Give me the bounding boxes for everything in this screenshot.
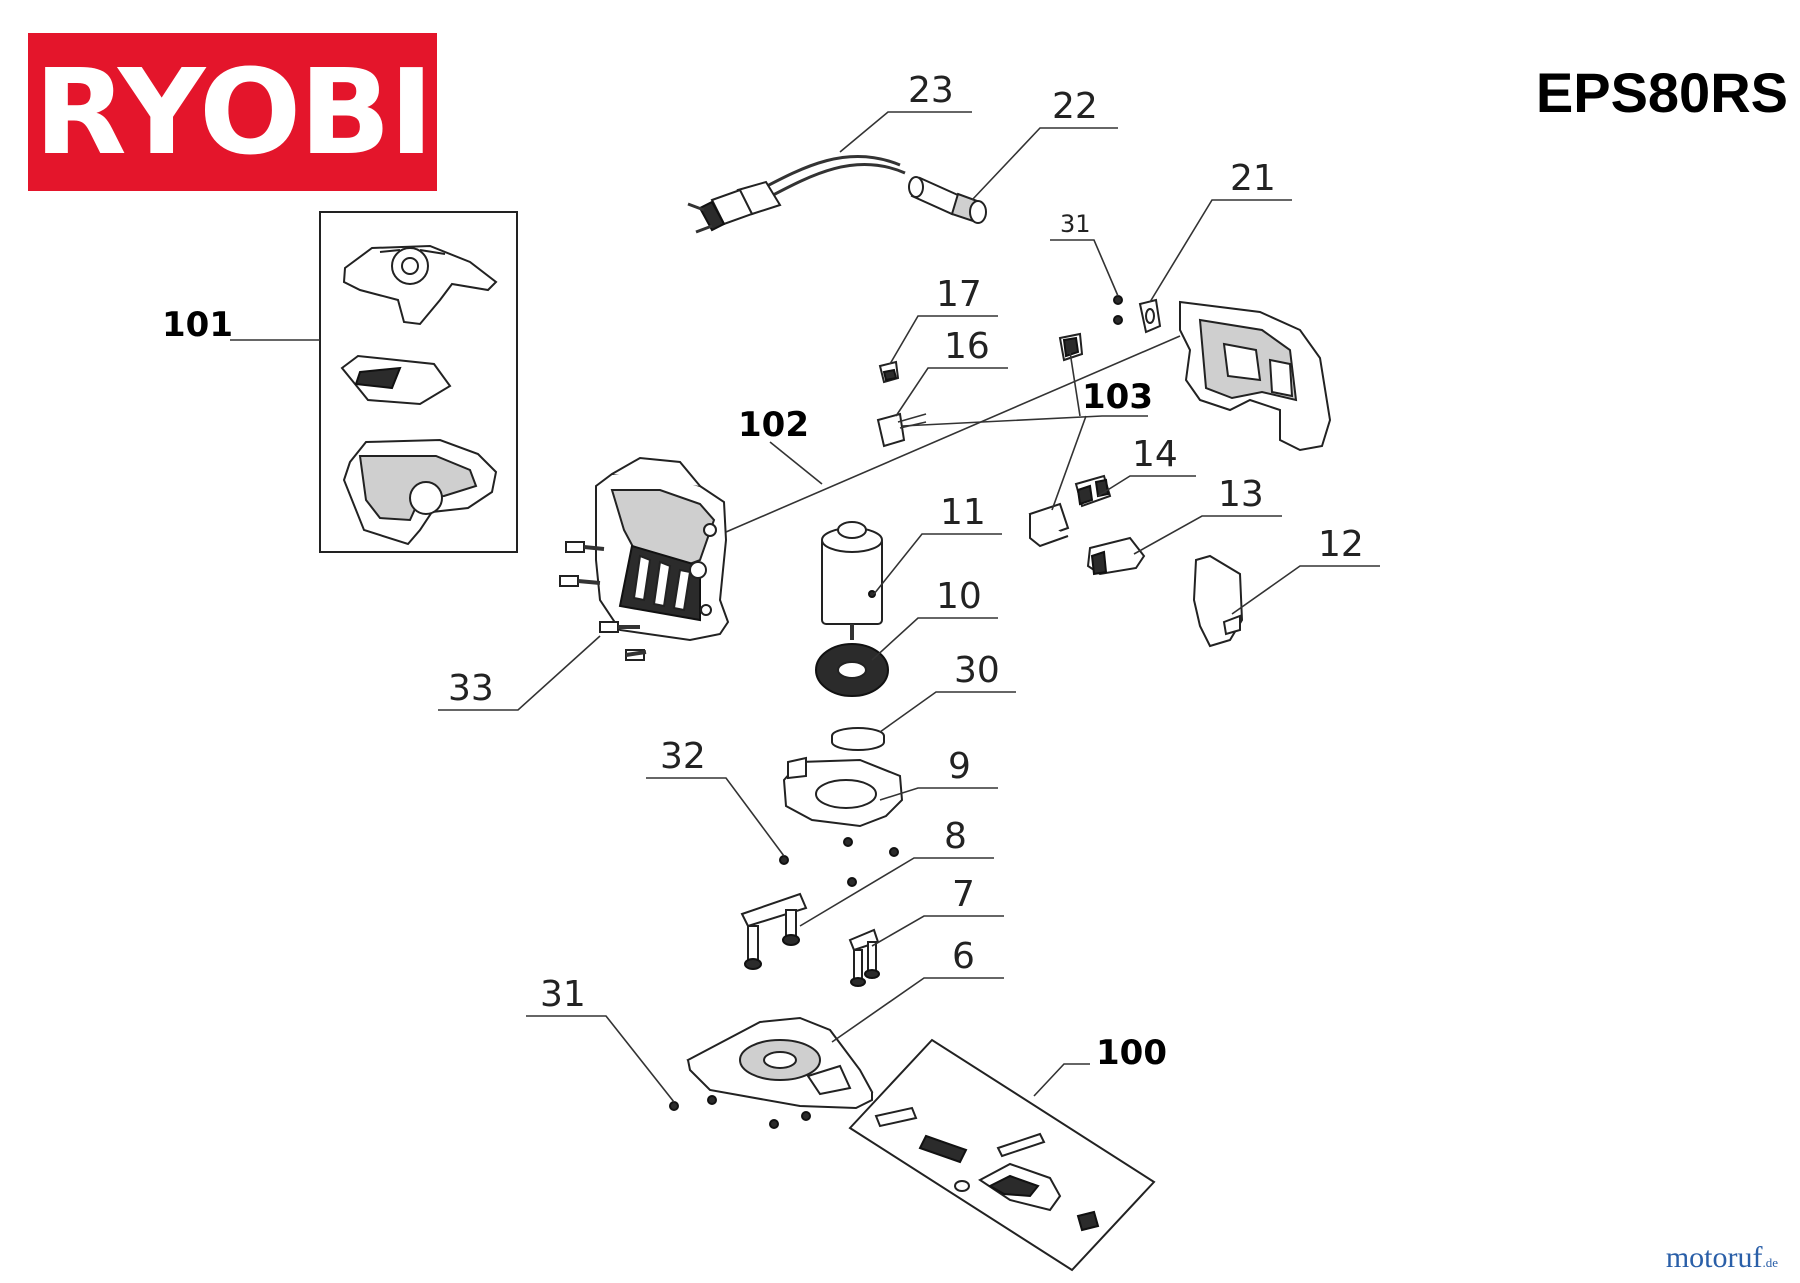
callout-31-top: 31 — [1060, 210, 1091, 238]
callout-33: 33 — [448, 668, 494, 709]
callout-9: 9 — [948, 746, 971, 787]
leader-lines — [230, 111, 1380, 1103]
part-cover-12 — [1192, 554, 1244, 648]
callout-30: 30 — [954, 650, 1000, 691]
callout-100: 100 — [1096, 1033, 1167, 1073]
part-bracket-7 — [848, 928, 880, 987]
part-base-frame — [782, 756, 904, 828]
callout-103: 103 — [1082, 377, 1153, 417]
part-power-cord — [687, 155, 906, 234]
watermark-suffix: .de — [1762, 1255, 1778, 1270]
ryobi-logo: RYOBI — [28, 33, 437, 191]
part-housing-right — [1179, 300, 1332, 452]
callout-12: 12 — [1318, 524, 1364, 565]
callout-17: 17 — [936, 274, 982, 315]
callout-11: 11 — [940, 492, 986, 533]
part-motor — [821, 521, 883, 640]
part-switch-17 — [878, 360, 900, 384]
callout-7: 7 — [952, 874, 975, 915]
callout-8: 8 — [944, 816, 967, 857]
watermark-name: motoruf — [1665, 1241, 1763, 1274]
callout-13: 13 — [1218, 474, 1264, 515]
callout-21: 21 — [1230, 158, 1276, 199]
callout-32: 32 — [660, 736, 706, 777]
logo-text: RYOBI — [33, 43, 434, 181]
callout-31-bottom: 31 — [540, 974, 586, 1015]
callout-101: 101 — [162, 305, 233, 345]
callout-6: 6 — [952, 936, 975, 977]
part-screws-32 — [779, 837, 899, 887]
part-fan — [815, 643, 889, 697]
callout-16: 16 — [944, 326, 990, 367]
part-screws-33 — [559, 541, 647, 661]
callout-102: 102 — [738, 405, 809, 445]
part-housing-left — [595, 456, 730, 642]
callout-14: 14 — [1132, 434, 1178, 475]
part-screws-31-top — [1113, 295, 1123, 325]
part-filter-block-103 — [1028, 502, 1070, 548]
part-screws-31-bottom — [669, 1095, 811, 1129]
part-cable-clamp — [1138, 298, 1162, 334]
part-plate-103 — [1058, 332, 1084, 362]
watermark: motoruf.de — [1666, 1241, 1778, 1275]
part-sanding-base — [686, 1016, 874, 1110]
part-box-101 — [319, 211, 518, 553]
callout-10: 10 — [936, 576, 982, 617]
part-cord-guard — [908, 176, 987, 224]
part-bearing — [831, 727, 885, 751]
callout-22: 22 — [1052, 86, 1098, 127]
model-number: EPS80RS — [1535, 61, 1788, 124]
part-switch-plate-13 — [1086, 536, 1146, 576]
callout-labels: 23 22 21 31 17 16 103 101 102 14 13 12 1… — [162, 70, 1364, 1073]
part-box-100 — [848, 1038, 1156, 1272]
part-bracket-8 — [740, 892, 808, 970]
callout-23: 23 — [908, 70, 954, 111]
part-capacitor-16 — [876, 412, 927, 448]
